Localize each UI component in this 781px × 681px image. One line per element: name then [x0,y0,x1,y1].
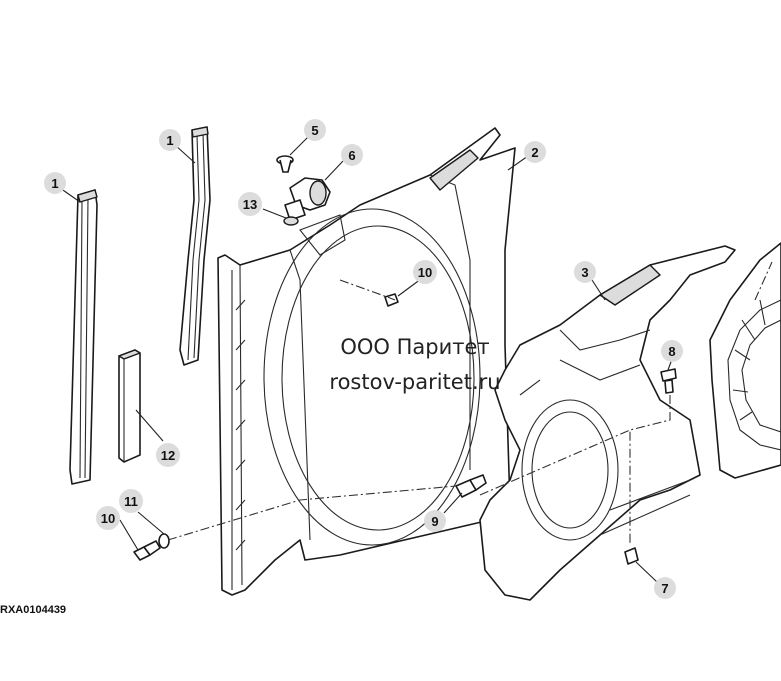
callout-3: 3 [574,261,596,283]
callout-10-upper: 10 [413,260,437,284]
plug-cap [276,155,294,173]
washer [283,216,299,226]
washer-lower [158,533,170,549]
callout-9-label: 9 [431,514,438,529]
callout-9: 9 [424,510,446,532]
shroud-extension [479,245,736,601]
callout-8-label: 8 [668,344,675,359]
assembly-lines [167,261,773,545]
callout-1-left: 1 [44,172,66,194]
callout-2-label: 2 [531,145,538,160]
callout-7-label: 7 [661,581,668,596]
fan-shroud [217,127,516,596]
callout-12: 12 [156,443,180,467]
callout-3-label: 3 [581,265,588,280]
hose-fitting [284,177,331,221]
bolt-8 [660,368,677,394]
seal-strip-right [179,126,211,366]
reference-code: RXA0104439 [0,604,67,616]
callout-1-right-label: 1 [166,133,173,148]
callout-6-label: 6 [348,148,355,163]
callout-2: 2 [524,141,546,163]
watermark-url: rostov-paritet.ru [329,370,501,394]
callout-7: 7 [654,577,676,599]
callout-13: 13 [238,192,262,216]
bolt-lower [133,540,161,561]
callout-5-label: 5 [311,123,318,138]
callout-12-label: 12 [161,448,175,463]
callout-10-lower-label: 10 [101,511,115,526]
watermark-company: ООО Паритет [340,335,490,359]
callout-5: 5 [304,119,326,141]
bolt-9 [455,474,487,498]
seal-strip-left [69,189,98,485]
foam-strip [118,349,141,463]
callout-1-left-label: 1 [51,176,58,191]
callout-13-label: 13 [243,197,257,212]
watermark: ООО Паритет rostov-paritet.ru [300,330,530,400]
callout-8: 8 [661,340,683,362]
callout-10-upper-label: 10 [418,265,432,280]
shroud-ring [709,242,781,479]
callout-6: 6 [341,144,363,166]
callout-1-right: 1 [159,129,181,151]
callout-10-lower: 10 [96,506,120,530]
callout-11: 11 [119,489,143,513]
callout-11-label: 11 [124,494,138,509]
